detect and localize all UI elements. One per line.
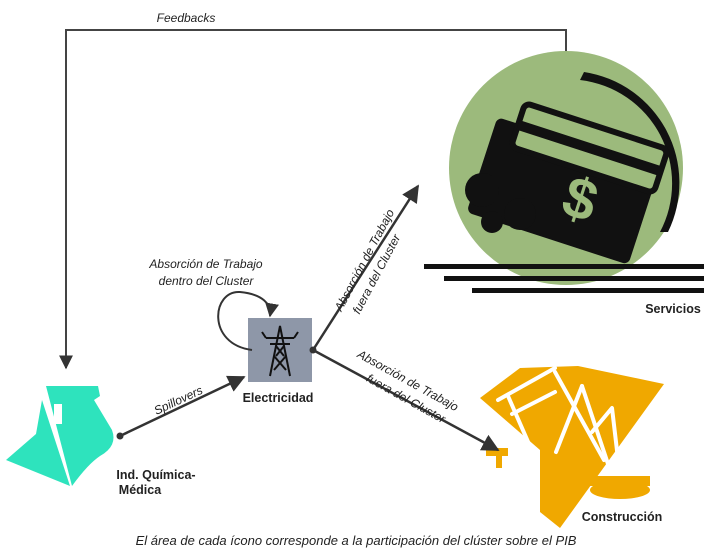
self-loop-label-line1: Absorción de Trabajo	[148, 257, 263, 271]
services-icon: $	[424, 51, 704, 293]
feedback-label: Feedbacks	[157, 11, 216, 25]
self-loop-connector	[217, 290, 279, 351]
chemical-label-line2: Médica	[119, 483, 162, 497]
services-label: Servicios	[645, 302, 701, 316]
electricity-label: Electricidad	[243, 391, 314, 405]
power-tower-icon	[261, 325, 299, 377]
self-loop-label-line2: dentro del Cluster	[159, 274, 255, 288]
spillovers-connector	[116, 375, 246, 440]
chemical-icon	[6, 386, 114, 486]
feedback-connector	[59, 29, 567, 370]
construction-icon	[480, 366, 664, 528]
construction-label: Construcción	[582, 510, 663, 524]
electricity-icon	[248, 318, 312, 382]
chemical-label-line1: Ind. Química-	[116, 468, 195, 482]
caption: El área de cada ícono corresponde a la p…	[136, 533, 577, 548]
to-construction-connector	[312, 348, 500, 452]
